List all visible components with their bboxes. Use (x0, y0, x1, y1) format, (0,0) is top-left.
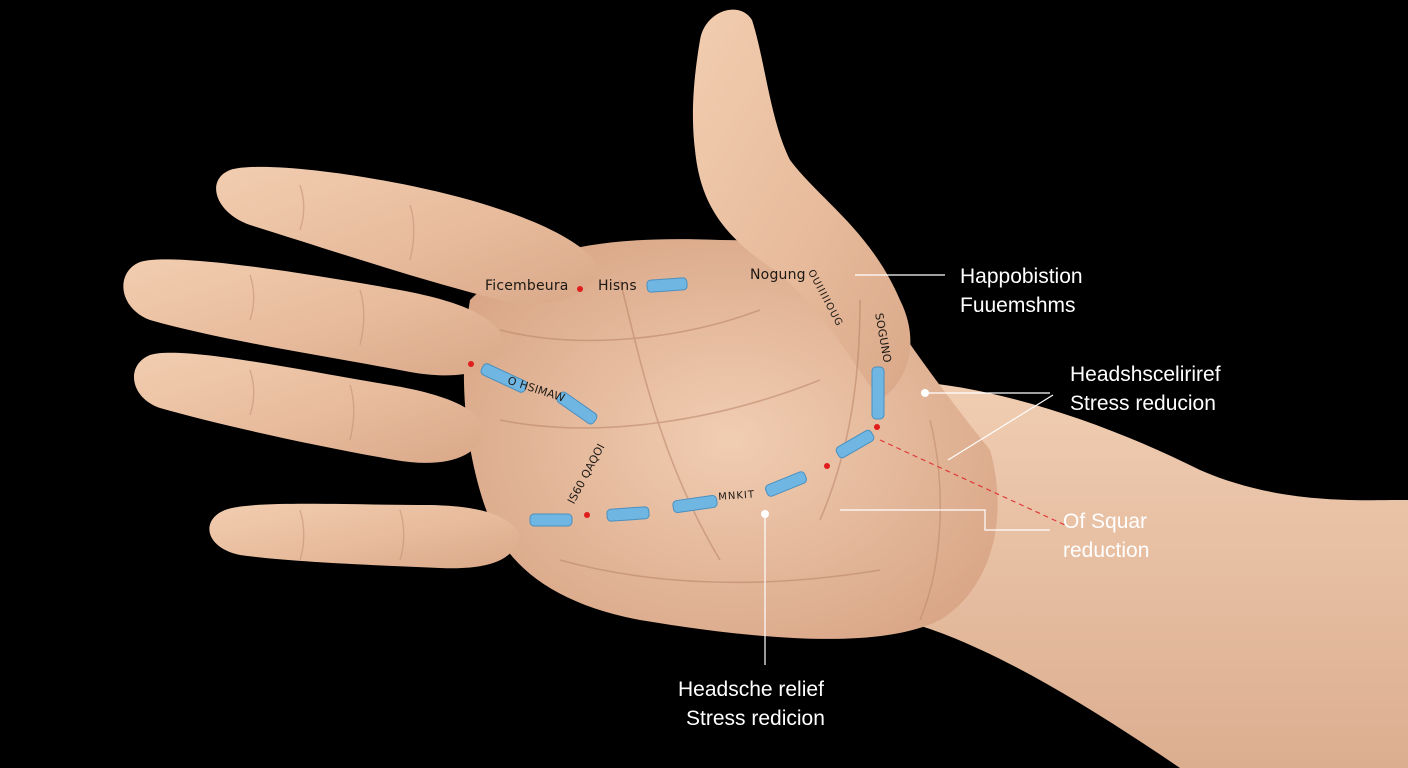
annotation-bottom-center-line2: Stress redicion (686, 707, 825, 730)
annotation-mid-right-line1: Headshsceliriref (1070, 363, 1221, 386)
tape-strips (480, 277, 885, 527)
palm-label-finger-base: Ficembeura (485, 278, 569, 294)
tape-strip (529, 513, 573, 527)
thumb (692, 9, 911, 400)
annotation-top-right-line2: Fuuemshms (960, 294, 1076, 317)
red-point-marker (874, 424, 880, 430)
red-point-marker (577, 286, 583, 292)
red-point-marker (584, 512, 590, 518)
red-dashed-line (879, 439, 1066, 526)
annotation-lower-right: Of Squar reduction (1063, 507, 1149, 565)
middle-finger (123, 259, 505, 376)
tape-strip (646, 277, 688, 293)
tape-strip (672, 495, 718, 513)
annotation-bottom-center: Headsche relief Stress redicion (677, 675, 825, 733)
little-finger (209, 503, 520, 569)
leader-line-lower (840, 509, 1050, 531)
leader-lines (764, 274, 1054, 665)
index-finger (216, 166, 600, 304)
annotation-bottom-center-line1: Headsche relief (677, 678, 824, 701)
tape-strip (480, 363, 528, 393)
forearm (880, 380, 1408, 768)
tape-strip (764, 471, 808, 497)
red-point-marker (824, 463, 830, 469)
annotation-mid-right-line2: Stress reducion (1070, 392, 1216, 415)
leader-line-mid-diag (947, 394, 1054, 461)
annotation-lower-right-line2: reduction (1063, 539, 1150, 562)
annotation-lower-right-line1: Of Squar (1063, 510, 1148, 533)
annotation-top-right-line1: Happobistion (960, 265, 1083, 288)
palm-label-finger-mid: Hisns (598, 278, 637, 294)
palm-creases (499, 279, 881, 584)
tape-strip (871, 366, 885, 420)
tape-strip (556, 391, 598, 425)
finger-creases (249, 184, 415, 561)
ring-finger (133, 352, 485, 463)
tape-strip (835, 429, 875, 459)
tape-strip (606, 506, 650, 522)
annotation-top-right: Happobistion Fuuemshms (960, 262, 1083, 320)
palm-label-upper-center: Nogung (750, 267, 806, 283)
red-point-marker (468, 361, 474, 367)
wrist-crease (919, 419, 941, 621)
acupoint-markers (468, 286, 880, 518)
annotation-mid-right: Headshsceliriref Stress reducion (1070, 360, 1221, 418)
